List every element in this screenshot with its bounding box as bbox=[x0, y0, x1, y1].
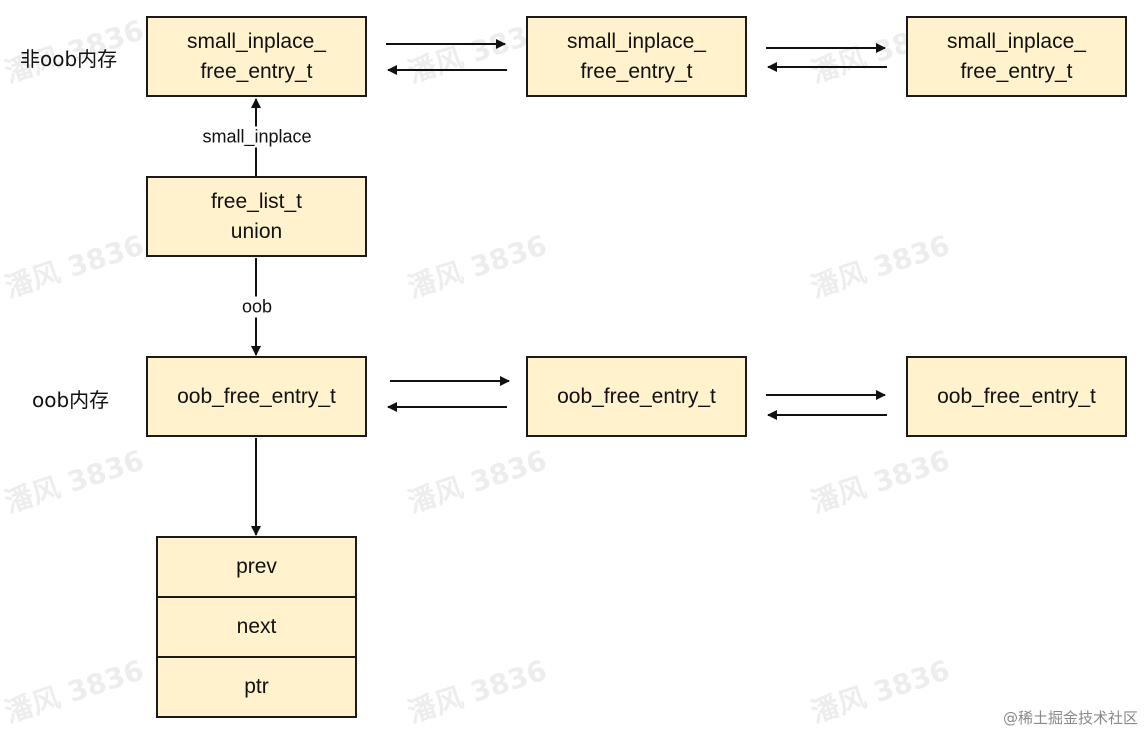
box-label: free_list_t bbox=[210, 189, 303, 213]
small-inplace-free-entry-box: small_inplace_ free_entry_t bbox=[906, 16, 1127, 97]
free-list-union-box: free_list_t union bbox=[146, 176, 367, 257]
field-label: prev bbox=[236, 555, 277, 578]
box-label: free_entry_t bbox=[960, 59, 1073, 83]
oob-free-entry-box: oob_free_entry_t bbox=[146, 356, 367, 437]
row-label-non-oob: 非oob内存 bbox=[20, 47, 118, 71]
edge-label-oob: oob bbox=[239, 296, 275, 318]
oob-free-entry-box: oob_free_entry_t bbox=[526, 356, 747, 437]
small-inplace-free-entry-box: small_inplace_ free_entry_t bbox=[526, 16, 747, 97]
box-label: oob_free_entry_t bbox=[557, 384, 716, 408]
small-inplace-free-entry-box: small_inplace_ free_entry_t bbox=[146, 16, 367, 97]
field-label: ptr bbox=[244, 675, 269, 698]
box-label: small_inplace_ bbox=[567, 29, 706, 53]
box-label: small_inplace_ bbox=[187, 29, 326, 53]
oob-free-entry-box: oob_free_entry_t bbox=[906, 356, 1127, 437]
field-ptr: ptr bbox=[156, 656, 357, 718]
box-label: free_entry_t bbox=[580, 59, 693, 83]
box-label: oob_free_entry_t bbox=[177, 384, 336, 408]
box-label: small_inplace_ bbox=[947, 29, 1086, 53]
source-credit: @稀土掘金技术社区 bbox=[1002, 709, 1138, 727]
box-label: free_entry_t bbox=[200, 59, 313, 83]
row-label-oob: oob内存 bbox=[32, 388, 110, 412]
box-label: union bbox=[230, 219, 283, 243]
field-next: next bbox=[156, 596, 357, 658]
box-label: oob_free_entry_t bbox=[937, 384, 1096, 408]
field-prev: prev bbox=[156, 536, 357, 598]
edge-label-small-inplace: small_inplace bbox=[200, 126, 314, 148]
field-label: next bbox=[236, 615, 277, 638]
